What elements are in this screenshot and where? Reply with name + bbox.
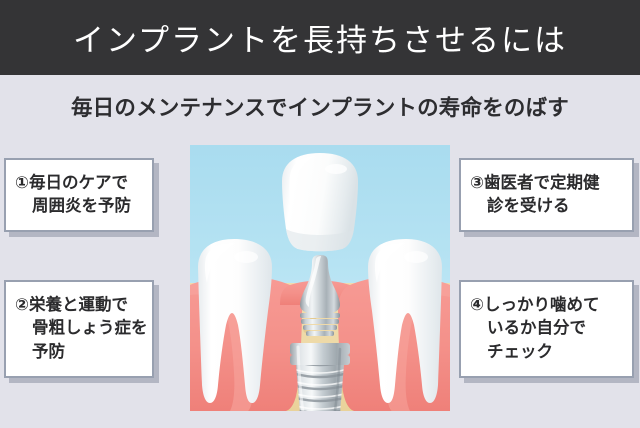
info-box-3: ③歯医者で定期健 診を受ける bbox=[459, 158, 634, 232]
info-box-2-line-3: 予防 bbox=[32, 342, 65, 361]
info-box-4: ④しっかり噛めて いるか自分で チェック bbox=[459, 280, 634, 378]
info-box-3-line-1: ③歯医者で定期健 bbox=[470, 173, 600, 192]
crown bbox=[282, 153, 358, 252]
natural-tooth-left bbox=[198, 239, 272, 403]
info-box-3-line-2: 診を受ける bbox=[487, 197, 570, 215]
info-box-2: ②栄養と運動で 骨粗しょう症を 予防 bbox=[4, 280, 154, 378]
subtitle-bar: 毎日のメンテナンスでインプラントの寿命をのばす bbox=[0, 75, 640, 137]
abutment bbox=[300, 255, 340, 336]
info-box-1-line-1: ①毎日のケアで bbox=[15, 173, 128, 192]
info-box-4-line-2: いるか自分で bbox=[487, 319, 586, 338]
info-box-1-line-2: 周囲炎を予防 bbox=[32, 197, 131, 215]
info-box-2-line-1: ②栄養と運動で bbox=[15, 295, 128, 314]
header-bar: インプラントを長持ちさせるには bbox=[0, 0, 640, 75]
subtitle-text: 毎日のメンテナンスでインプラントの寿命をのばす bbox=[70, 95, 570, 120]
natural-tooth-right bbox=[368, 239, 442, 403]
info-box-4-line-1: ④しっかり噛めて bbox=[470, 295, 600, 314]
implant-diagram-svg bbox=[190, 153, 450, 411]
page-title: インプラントを長持ちさせるには bbox=[72, 23, 568, 59]
info-box-4-line-3: チェック bbox=[487, 342, 553, 361]
info-box-2-line-2: 骨粗しょう症を bbox=[32, 319, 148, 338]
implant-screw bbox=[290, 343, 350, 411]
dental-implant-illustration bbox=[190, 145, 450, 411]
info-box-1: ①毎日のケアで 周囲炎を予防 bbox=[4, 158, 154, 232]
